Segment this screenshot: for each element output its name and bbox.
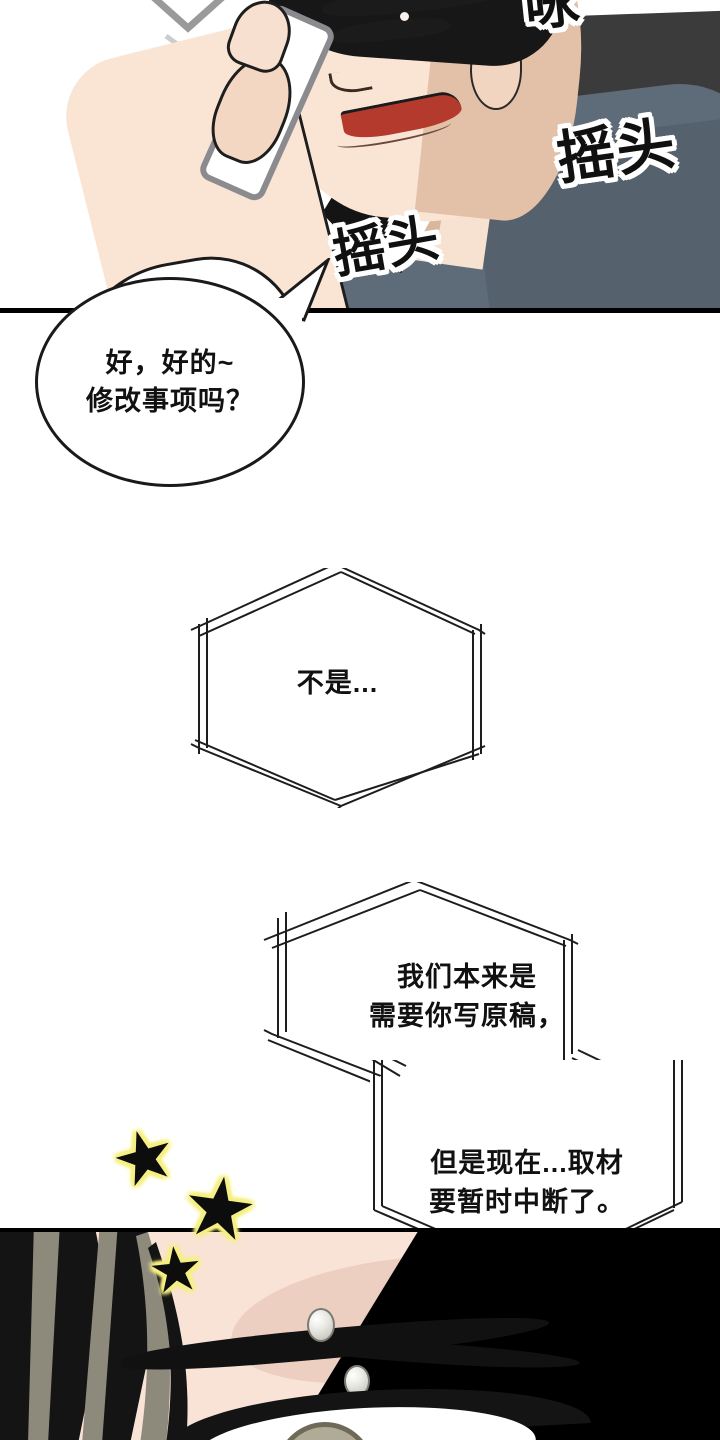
speech-balloon-interrupted: 但是现在...取材 要暂时中断了。 [344, 1008, 710, 1300]
speech-balloon-ok: 好，好的~ 修改事项吗？ [35, 277, 305, 487]
sfx-shake-head-upper: 摇头 [552, 110, 681, 192]
speech-balloon-manuscript-text: 我们本来是 需要你写原稿， [369, 962, 565, 1032]
speech-balloon-ok-text: 好，好的~ 修改事项吗？ [86, 347, 254, 416]
speech-balloon-not: 不是... [185, 563, 490, 812]
speech-balloon-manuscript: 我们本来是 需要你写原稿， [262, 879, 672, 1122]
speech-balloon-not-text: 不是... [296, 668, 379, 698]
hexagon-outline [190, 563, 486, 812]
eye-closeup-panel [0, 1228, 720, 1440]
eye-highlight [400, 12, 409, 21]
sparkle-star-3: ★ [144, 1233, 207, 1308]
speech-balloon-interrupted-text: 但是现在...取材 要暂时中断了。 [429, 1148, 625, 1218]
sfx-cut-off-top: 咏 [521, 0, 584, 38]
hair-strands [0, 1232, 188, 1440]
hexagon-outline [263, 879, 671, 1122]
sparkle-star-1: ★ [102, 1110, 187, 1206]
phone-call-panel: 咏 摇头 摇头 [0, 0, 720, 313]
eyebrow-piercing-upper [307, 1308, 335, 1342]
